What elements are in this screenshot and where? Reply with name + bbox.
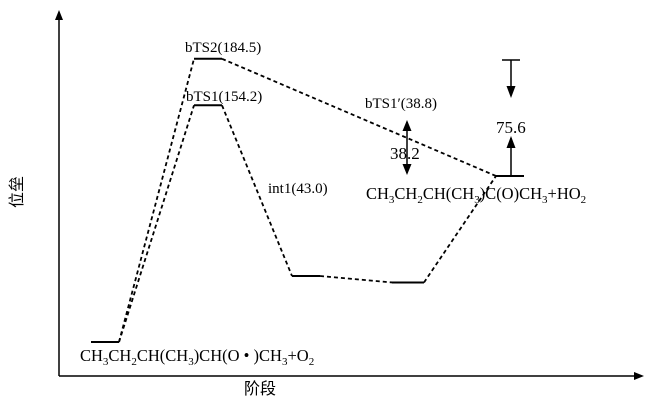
formula-segment: 2 (309, 356, 315, 368)
formula-segment: CH(CH (137, 346, 188, 365)
level-label-p: CH3CH2CH(CH3)C(O)CH3+HO2 (366, 184, 586, 206)
formula-segment: 3 (282, 356, 288, 368)
barrier-38-2-label: 38.2 (390, 144, 420, 163)
formula-segment: CH(CH (423, 184, 474, 203)
x-axis-title: 阶段 (244, 380, 276, 398)
connector-bTS1p-p (423, 175, 497, 283)
barrier-75-6-arrow-up (506, 136, 516, 148)
barrier-75-6-label: 75.6 (496, 118, 526, 137)
formula-segment: CH (108, 346, 131, 365)
y-axis-title: 位垒 (8, 176, 26, 208)
level-labels: CH3CH2CH(CH3)CH(O • )CH3+O2bTS2(184.5)bT… (80, 40, 586, 368)
formula-segment: 3 (474, 194, 480, 206)
formula-segment: +O (287, 346, 308, 365)
formula-segment: 3 (103, 356, 109, 368)
x-axis-arrow (634, 372, 644, 380)
energy-levels (91, 57, 524, 343)
level-label-r: CH3CH2CH(CH3)CH(O • )CH3+O2 (80, 346, 314, 368)
barrier-75-6-arrow-down (506, 86, 516, 98)
level-label-bTS1p: bTS1′(38.8) (365, 96, 437, 112)
formula-segment: CH (394, 184, 417, 203)
formula-segment: +HO (548, 184, 581, 203)
formula-segment: )CH(O • )CH (194, 346, 282, 365)
barrier-38-2-arrow-up (402, 120, 412, 131)
pathways (118, 57, 497, 343)
connector-r-bTS2 (118, 58, 195, 343)
barrier-38-2-arrow-down (402, 164, 412, 175)
level-label-bTS1: bTS1(154.2) (186, 89, 262, 105)
formula-segment: 2 (417, 194, 423, 206)
formula-segment: CH (80, 346, 103, 365)
connector-bTS2-p (221, 57, 497, 177)
formula-segment: 3 (188, 356, 194, 368)
formula-segment: 2 (131, 356, 137, 368)
connector-bTS1-int1 (221, 104, 293, 277)
formula-segment: 3 (389, 194, 395, 206)
barrier-75-6-annotation: 75.6 (496, 59, 526, 176)
formula-segment: 2 (581, 194, 587, 206)
level-label-int1: int1(43.0) (268, 181, 328, 197)
connector-int1-bTS1p (319, 275, 393, 284)
connector-r-bTS1 (118, 105, 195, 343)
formula-segment: CH (366, 184, 389, 203)
formula-segment: 3 (542, 194, 548, 206)
formula-segment: )C(O)CH (480, 184, 542, 203)
level-label-bTS2: bTS2(184.5) (185, 40, 261, 56)
barrier-38-2-annotation: 38.2 (390, 120, 420, 175)
y-axis-arrow (55, 10, 63, 20)
